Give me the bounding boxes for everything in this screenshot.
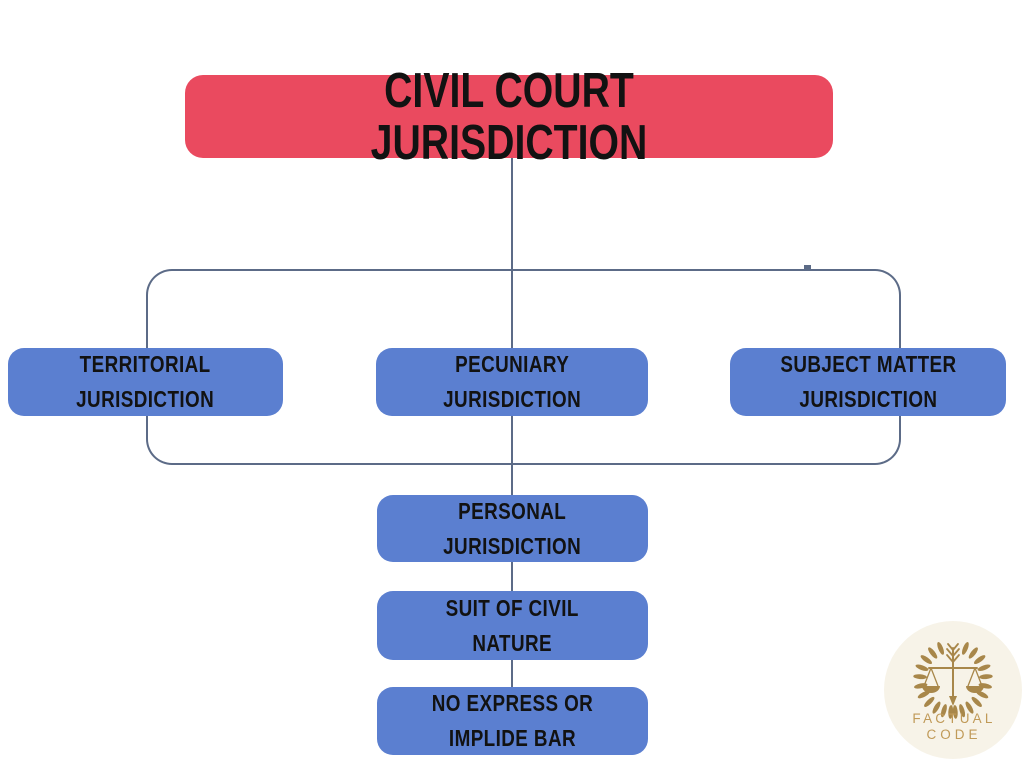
connector-top-bracket — [146, 269, 901, 350]
logo-text-line2: CODE — [926, 727, 981, 742]
connector-personal-to-suit — [511, 562, 513, 592]
node-no-express-or-implide-bar: NO EXPRESS OR IMPLIDE BAR — [377, 687, 648, 755]
connector-suit-to-nobar — [511, 659, 513, 688]
node-personal-jurisdiction: PERSONAL JURISDICTION — [377, 495, 648, 562]
node-label: TERRITORIAL JURISDICTION — [76, 351, 215, 412]
wheat-icon — [946, 643, 960, 663]
factual-code-logo-svg: FACTUAL CODE — [884, 621, 1022, 759]
node-territorial-jurisdiction: TERRITORIAL JURISDICTION — [8, 348, 283, 416]
node-label: SUBJECT MATTER JURISDICTION — [779, 351, 957, 412]
connector-notch — [804, 265, 811, 270]
node-label: PECUNIARY JURISDICTION — [442, 351, 581, 412]
node-subject-matter-jurisdiction: SUBJECT MATTER JURISDICTION — [730, 348, 1006, 416]
connector-bottom-bracket — [146, 416, 901, 465]
node-label: SUIT OF CIVIL NATURE — [445, 594, 580, 656]
factual-code-logo: FACTUAL CODE — [883, 616, 1023, 764]
connector-center-vertical — [511, 157, 513, 495]
scales-of-justice-icon — [922, 643, 984, 706]
node-label: NO EXPRESS OR IMPLIDE BAR — [431, 690, 594, 751]
node-suit-of-civil-nature: SUIT OF CIVIL NATURE — [377, 591, 648, 660]
node-label: PERSONAL JURISDICTION — [443, 497, 582, 559]
logo-text-line1: FACTUAL — [912, 711, 995, 726]
node-pecuniary-jurisdiction: PECUNIARY JURISDICTION — [376, 348, 648, 416]
title-label: CIVIL COURT JURISDICTION — [370, 63, 648, 170]
title-box: CIVIL COURT JURISDICTION — [185, 65, 833, 169]
laurel-wreath-icon — [913, 642, 993, 719]
